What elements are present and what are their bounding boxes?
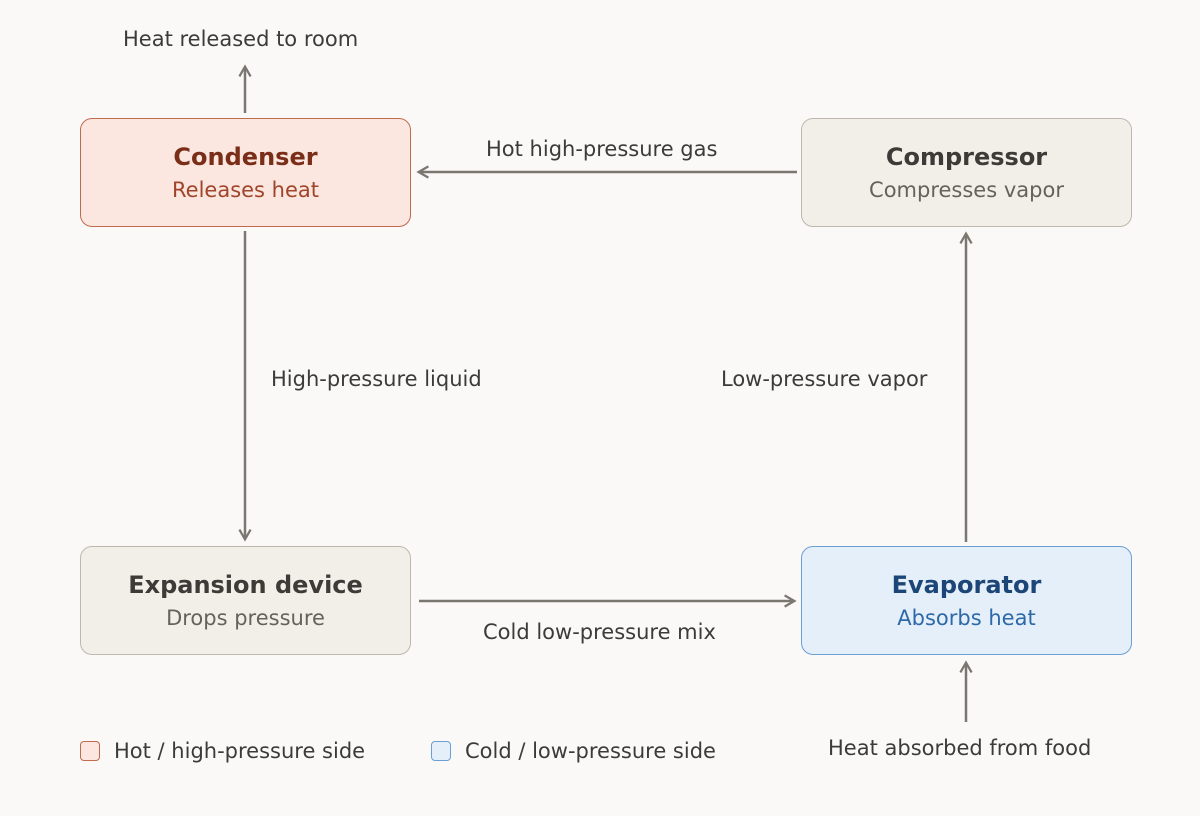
- label-heat-released: Heat released to room: [123, 27, 359, 51]
- legend-hot-label: Hot / high-pressure side: [114, 739, 366, 763]
- compressor-node: Compressor Compresses vapor: [801, 118, 1132, 227]
- label-cold-low-pressure-mix: Cold low-pressure mix: [483, 620, 716, 644]
- legend-cold-swatch: [431, 741, 451, 761]
- evaporator-subtitle: Absorbs heat: [897, 605, 1036, 630]
- compressor-title: Compressor: [885, 142, 1048, 171]
- label-low-pressure-vapor: Low-pressure vapor: [721, 367, 928, 391]
- legend-cold-label: Cold / low-pressure side: [465, 739, 716, 763]
- evaporator-node: Evaporator Absorbs heat: [801, 546, 1132, 655]
- expansion-device-node: Expansion device Drops pressure: [80, 546, 411, 655]
- label-hot-high-pressure-gas: Hot high-pressure gas: [486, 137, 718, 161]
- evaporator-title: Evaporator: [891, 570, 1042, 599]
- condenser-subtitle: Releases heat: [172, 177, 319, 202]
- expansion-title: Expansion device: [128, 570, 363, 599]
- label-heat-absorbed: Heat absorbed from food: [828, 736, 1092, 760]
- compressor-subtitle: Compresses vapor: [869, 177, 1064, 202]
- condenser-node: Condenser Releases heat: [80, 118, 411, 227]
- legend-cold: Cold / low-pressure side: [431, 739, 716, 763]
- condenser-title: Condenser: [173, 142, 318, 171]
- legend-hot-swatch: [80, 741, 100, 761]
- legend-hot: Hot / high-pressure side: [80, 739, 365, 763]
- label-high-pressure-liquid: High-pressure liquid: [271, 367, 482, 391]
- expansion-subtitle: Drops pressure: [166, 605, 325, 630]
